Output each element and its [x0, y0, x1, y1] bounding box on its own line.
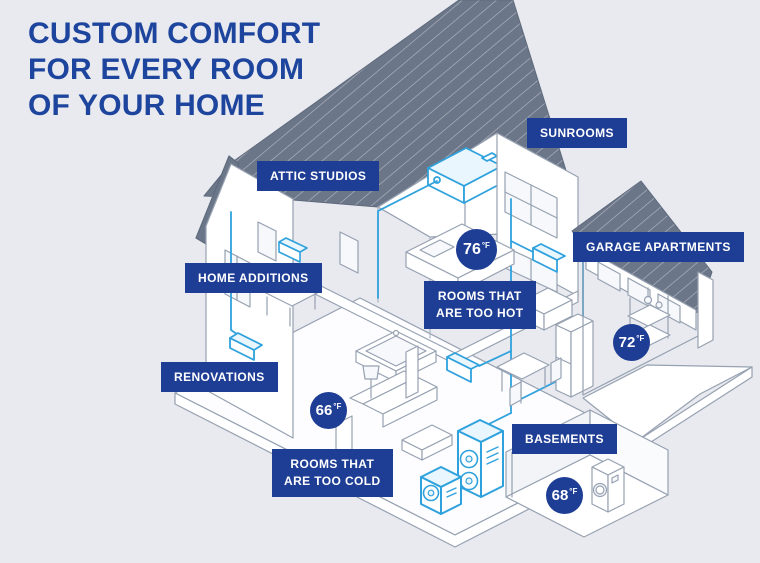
dining-set [496, 352, 562, 407]
wall-mounted-unit-icon [532, 243, 566, 273]
temperature-badge-living-room: 66°F [310, 392, 347, 429]
page-title: CUSTOM COMFORT FOR EVERY ROOM OF YOUR HO… [28, 16, 320, 124]
temperature-value: 68 [551, 487, 569, 504]
outdoor-heat-pump-large-icon [457, 419, 504, 498]
label-garage-apartments: GARAGE APARTMENTS [573, 232, 744, 262]
outdoor-heat-pump-small-icon [420, 466, 462, 515]
label-sunrooms: SUNROOMS [527, 118, 627, 148]
label-line: ROOMS THAT [290, 457, 375, 471]
label-attic-studios: ATTIC STUDIOS [257, 161, 380, 191]
temperature-value: 72 [618, 334, 636, 351]
temperature-unit: °F [569, 487, 578, 496]
label-basements: BASEMENTS [512, 424, 617, 454]
label-rooms-too-hot: ROOMS THAT ARE TOO HOT [424, 281, 536, 329]
temperature-unit: °F [636, 334, 645, 343]
temperature-badge-basement: 68°F [546, 477, 583, 514]
temperature-unit: °F [333, 402, 342, 411]
label-line: ROOMS THAT [437, 289, 522, 303]
label-line: ARE TOO HOT [436, 306, 524, 320]
refrigerator-icon [555, 313, 594, 398]
wall-mounted-unit-icon [278, 237, 308, 263]
temperature-value: 66 [315, 402, 333, 419]
label-rooms-too-cold: ROOMS THAT ARE TOO COLD [272, 449, 393, 497]
temperature-value: 76 [463, 241, 481, 258]
sunroom-windows [496, 132, 579, 297]
title-line-2: FOR EVERY ROOM [28, 53, 305, 86]
title-line-3: OF YOUR HOME [28, 89, 265, 122]
label-home-additions: HOME ADDITIONS [185, 263, 322, 293]
label-line: ARE TOO COLD [284, 474, 381, 488]
temperature-unit: °F [481, 241, 490, 250]
wall-mounted-unit-icon [446, 352, 480, 383]
washing-machine-icon [591, 458, 625, 513]
floor-lamp [362, 365, 380, 399]
ottoman [401, 424, 453, 461]
title-line-1: CUSTOM COMFORT [28, 17, 321, 50]
temperature-badge-garage: 72°F [613, 324, 650, 361]
label-renovations: RENOVATIONS [161, 362, 278, 392]
wall-mounted-unit-icon [229, 332, 263, 361]
temperature-badge-bedroom: 76°F [456, 229, 497, 270]
